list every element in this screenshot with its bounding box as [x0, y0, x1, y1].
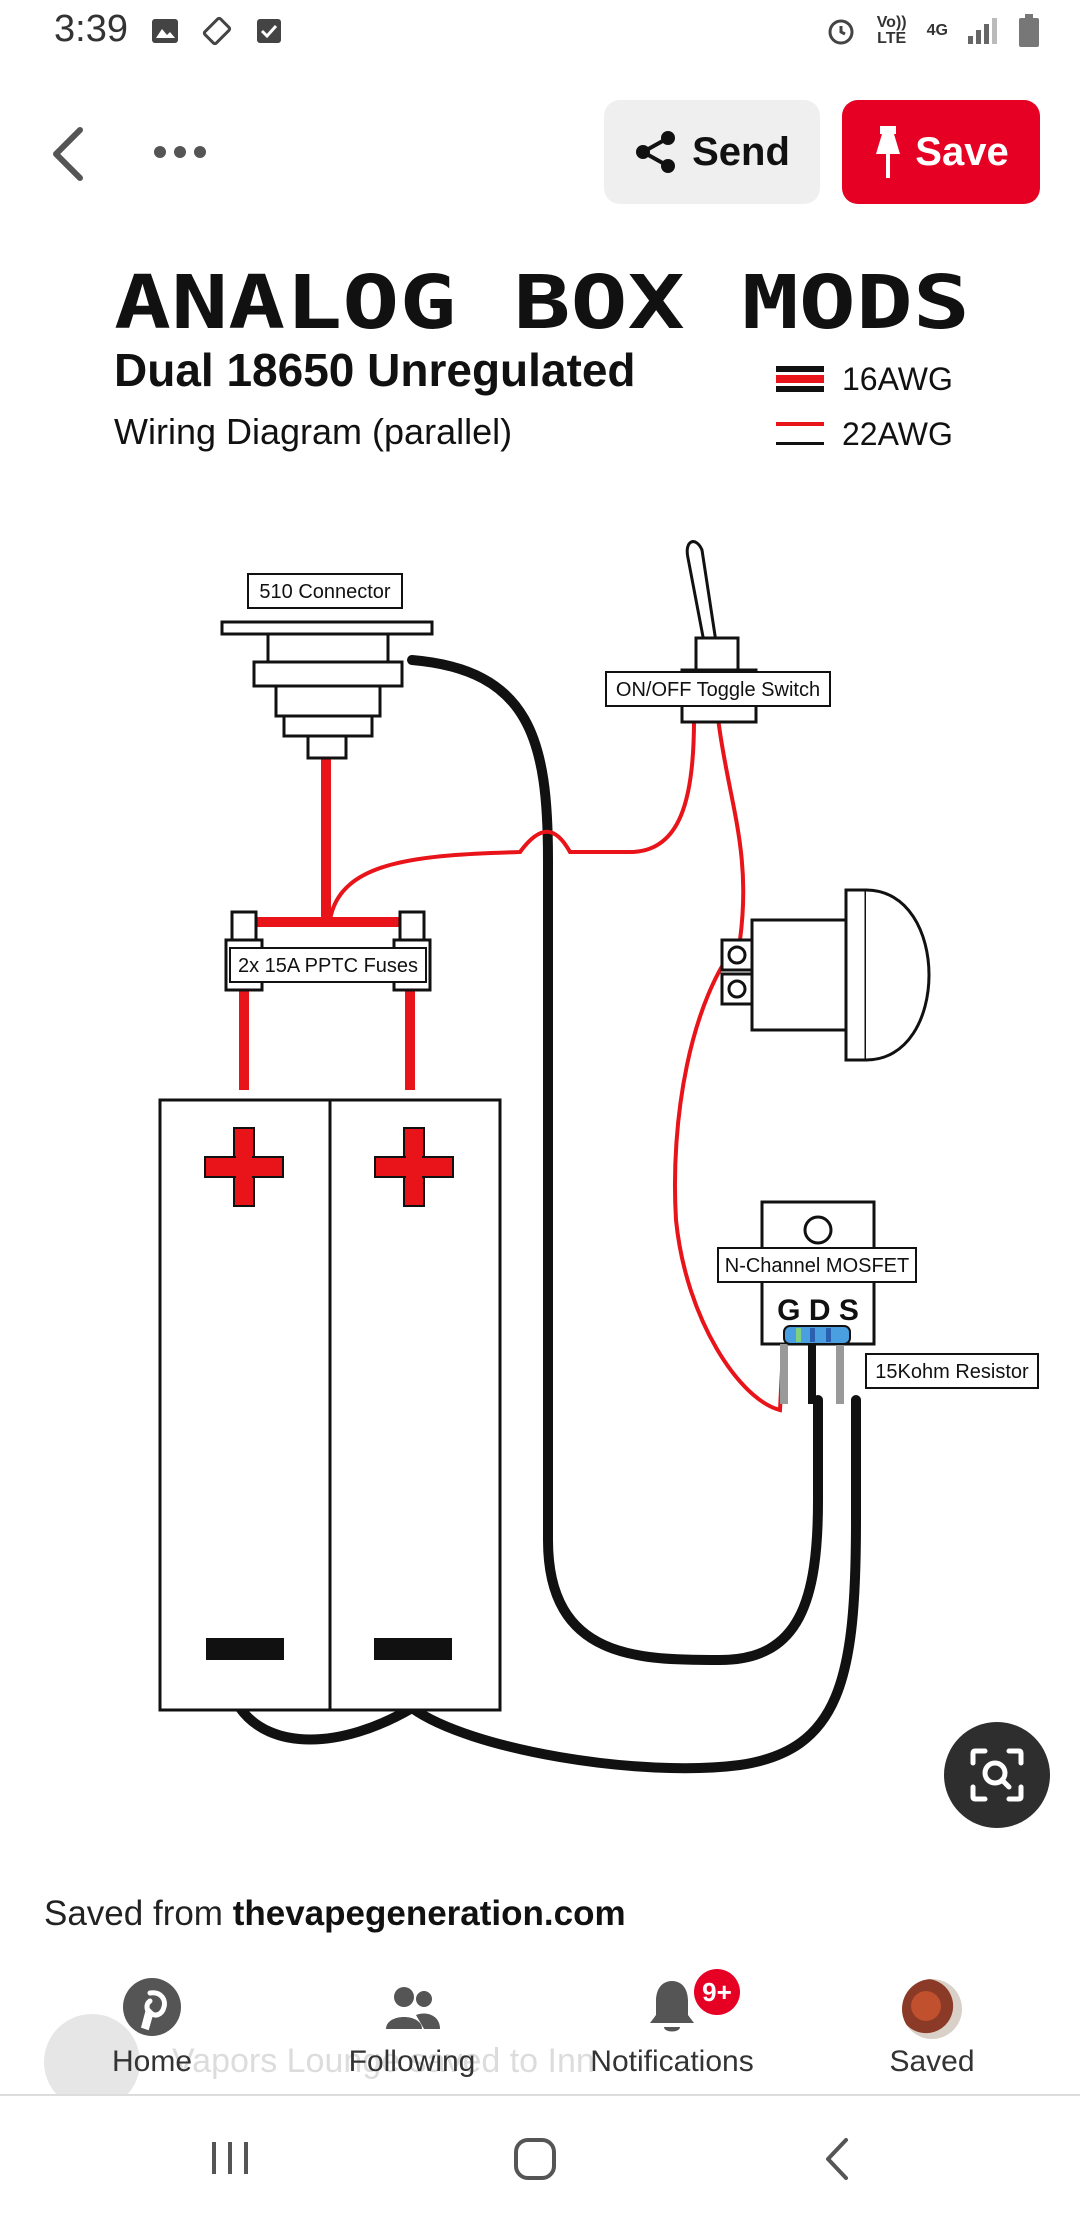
label-toggle-switch: ON/OFF Toggle Switch: [616, 679, 820, 701]
image-icon: [152, 19, 178, 43]
legend: 16AWG 22AWG: [776, 361, 953, 452]
nav-notifications-label: Notifications: [590, 2045, 754, 2078]
status-time: 3:39: [54, 8, 128, 50]
nav-saved[interactable]: Saved: [822, 1975, 1042, 2095]
saved-from-domain[interactable]: thevapegeneration.com: [232, 1894, 626, 1933]
saved-from-prefix: Saved from: [44, 1894, 233, 1933]
checkbox-icon: [257, 19, 281, 43]
profile-avatar: [902, 1979, 962, 2039]
pin-icon: [876, 126, 901, 178]
status-bar: 3:39 Vo)) LTE 4G: [0, 0, 1080, 70]
signal-icon: [968, 18, 997, 44]
nav-notifications[interactable]: 9+ Notifications: [562, 1969, 782, 2095]
pin-image[interactable]: ANALOG BOX MODS Dual 18650 Unregulated W…: [0, 240, 1080, 1850]
recent-apps-icon[interactable]: [208, 2138, 252, 2178]
status-system-icons: Vo)) LTE 4G: [825, 14, 1040, 48]
more-options-icon[interactable]: [150, 140, 210, 164]
label-510-connector: 510 Connector: [259, 581, 391, 603]
batteries: [158, 1098, 502, 1712]
lens-search-icon: [970, 1748, 1024, 1802]
label-mosfet: N-Channel MOSFET: [725, 1255, 910, 1277]
back-arrow-icon[interactable]: [48, 124, 88, 184]
nav-divider: [0, 2094, 1080, 2096]
system-back-icon[interactable]: [820, 2136, 852, 2182]
saved-from[interactable]: Saved from thevapegeneration.com: [44, 1894, 626, 1934]
people-icon: [386, 1987, 440, 2029]
nav-home-label: Home: [111, 2045, 193, 2078]
send-label: Send: [692, 129, 790, 174]
send-button[interactable]: Send: [604, 100, 820, 204]
network-label: 4G: [926, 22, 948, 39]
nav-saved-label: Saved: [889, 2045, 975, 2078]
resistor: [783, 1325, 851, 1345]
nav-home[interactable]: Home: [42, 1975, 262, 2095]
notifications-badge: 9+: [694, 1969, 740, 2015]
home-icon[interactable]: [512, 2136, 558, 2182]
label-pptc-fuses: 2x 15A PPTC Fuses: [238, 955, 418, 977]
wire-black-battery: [235, 1395, 861, 1774]
battery-left-minus-icon: [206, 1638, 284, 1660]
diagram-subtitle: Dual 18650 Unregulated: [114, 344, 636, 396]
share-icon: [636, 131, 676, 173]
save-button[interactable]: Save: [842, 100, 1040, 204]
visual-search-button[interactable]: [944, 1722, 1050, 1828]
status-notification-icons: [150, 16, 284, 46]
nav-following-label: Following: [348, 2045, 476, 2078]
volte-label: Vo)) LTE: [876, 14, 907, 47]
wire-black-connector: [407, 655, 823, 1666]
system-nav-bar: [0, 2096, 1080, 2220]
overlay-text: Vapors Lounge saved to Inn: [172, 2042, 595, 2080]
diagram-caption: Wiring Diagram (parallel): [114, 411, 512, 452]
alarm-icon: [828, 19, 854, 45]
label-gds: G D S: [777, 1294, 859, 1327]
pinterest-icon: [123, 1978, 181, 2036]
battery-right-minus-icon: [374, 1638, 452, 1660]
save-label: Save: [915, 129, 1009, 174]
wire-red-thin-switch: [328, 719, 696, 921]
legend-16awg: 16AWG: [842, 361, 953, 397]
legend-22awg: 22AWG: [842, 416, 953, 452]
wire-red-thin-button: [672, 717, 784, 1413]
nav-following[interactable]: Following: [302, 1975, 522, 2095]
connector-510: [220, 620, 434, 760]
push-button: [720, 888, 931, 1062]
bell-icon: [650, 1981, 694, 2032]
rotate-icon: [202, 16, 232, 46]
battery-icon: [1019, 14, 1039, 47]
pin-top-bar: Send Save: [0, 100, 1080, 206]
bottom-nav: Home Following 9+ Notifications Saved: [0, 1969, 1080, 2095]
label-resistor: 15Kohm Resistor: [875, 1361, 1029, 1383]
diagram-title: ANALOG BOX MODS: [114, 260, 970, 346]
